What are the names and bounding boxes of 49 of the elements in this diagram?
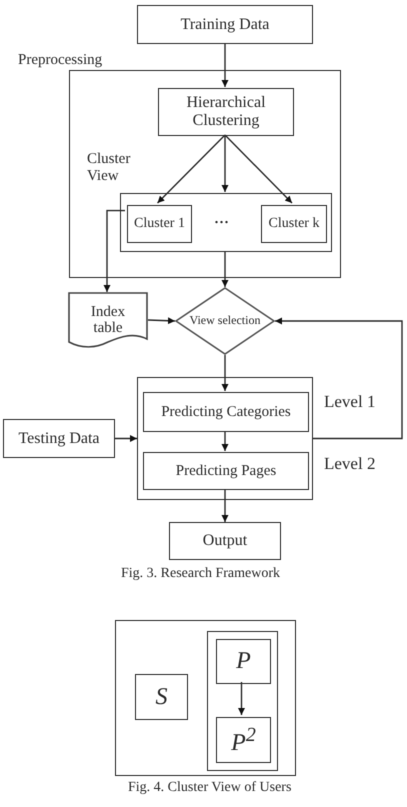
arrow	[238, 682, 245, 715]
group-box	[207, 631, 278, 771]
arrow	[222, 489, 228, 522]
node-label: Output	[202, 532, 248, 550]
arrow	[157, 134, 226, 204]
process-box	[158, 88, 294, 136]
process-box	[143, 452, 309, 490]
arrow	[222, 251, 228, 287]
process-box	[216, 639, 271, 684]
level-label: Level 2	[324, 454, 376, 474]
node-label: Hierarchical Clustering	[185, 94, 267, 130]
process-box	[216, 717, 271, 763]
level-label: Level 1	[324, 392, 376, 412]
process-box	[137, 5, 313, 44]
arrow	[275, 318, 403, 440]
node-label: P$^{2}$	[231, 724, 256, 756]
node-label: Cluster k	[268, 216, 320, 232]
node-label: Testing Data	[18, 430, 100, 448]
arrow	[222, 135, 228, 192]
document-shape	[68, 292, 148, 348]
process-box	[3, 419, 115, 458]
node-label: Training Data	[180, 16, 270, 34]
figure-caption: Fig. 3. Research Framework	[121, 566, 280, 582]
group-box	[115, 620, 296, 776]
process-box	[135, 674, 188, 720]
arrow	[222, 44, 228, 87]
arrow	[224, 134, 292, 204]
group-heading: Preprocessing	[18, 52, 104, 68]
arrow	[115, 435, 137, 442]
node-label: Predicting Categories	[161, 404, 291, 420]
arrow	[104, 210, 125, 292]
node-label: Predicting Pages	[176, 462, 276, 480]
group-box	[137, 377, 313, 500]
arrow	[222, 355, 228, 391]
node-label: View selection	[190, 314, 260, 328]
node-label: Cluster 1	[134, 216, 185, 232]
group-heading: Cluster View	[87, 151, 132, 184]
process-box	[127, 205, 192, 243]
arrow	[222, 431, 228, 451]
ellipsis-text: ...	[214, 206, 229, 229]
figure-caption: Fig. 4. Cluster View of Users	[128, 780, 292, 796]
process-box	[261, 205, 327, 243]
node-label: Index table	[90, 304, 126, 336]
node-label: P	[236, 648, 251, 675]
node-label: S	[156, 684, 168, 710]
process-box	[169, 522, 281, 560]
decision-diamond	[175, 287, 275, 355]
arrow	[148, 317, 176, 324]
process-box	[143, 392, 309, 432]
